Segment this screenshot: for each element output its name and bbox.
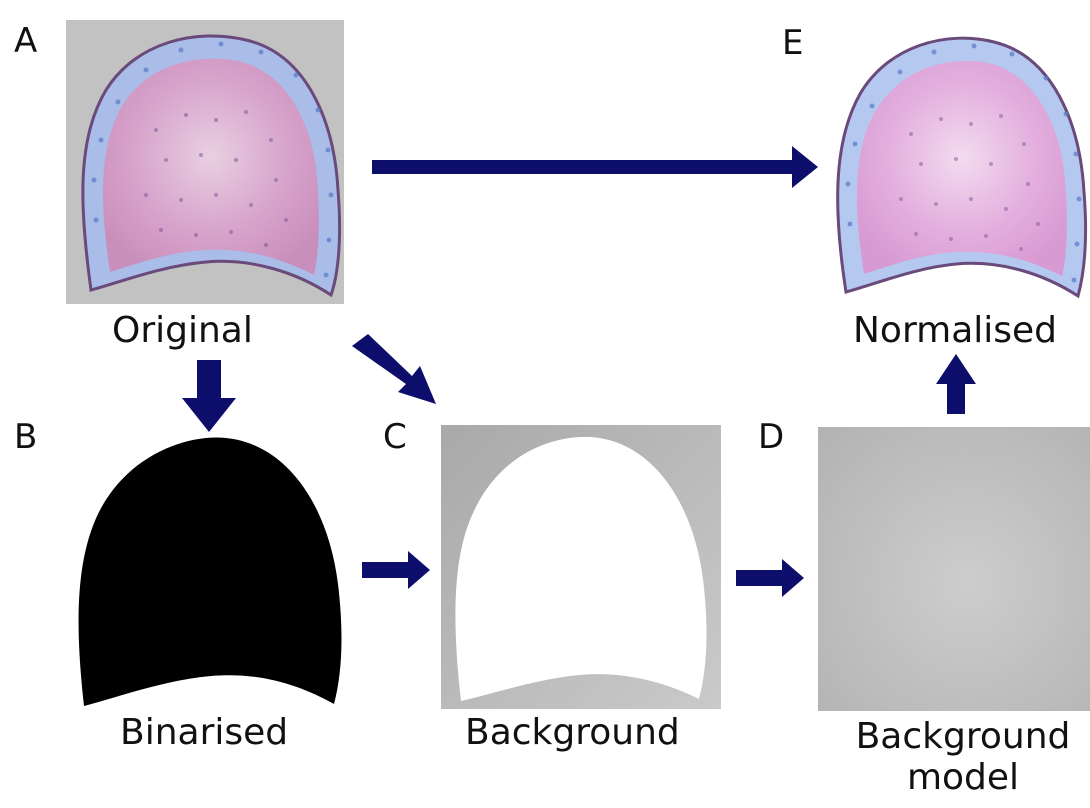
arrow-original-to-binarised xyxy=(182,360,236,432)
arrow-background-to-model xyxy=(736,559,804,597)
arrow-binarised-to-background xyxy=(362,551,430,589)
arrow-original-to-background xyxy=(352,334,436,404)
arrow-model-to-normalised xyxy=(936,354,976,414)
arrow-original-to-normalised xyxy=(372,146,818,188)
